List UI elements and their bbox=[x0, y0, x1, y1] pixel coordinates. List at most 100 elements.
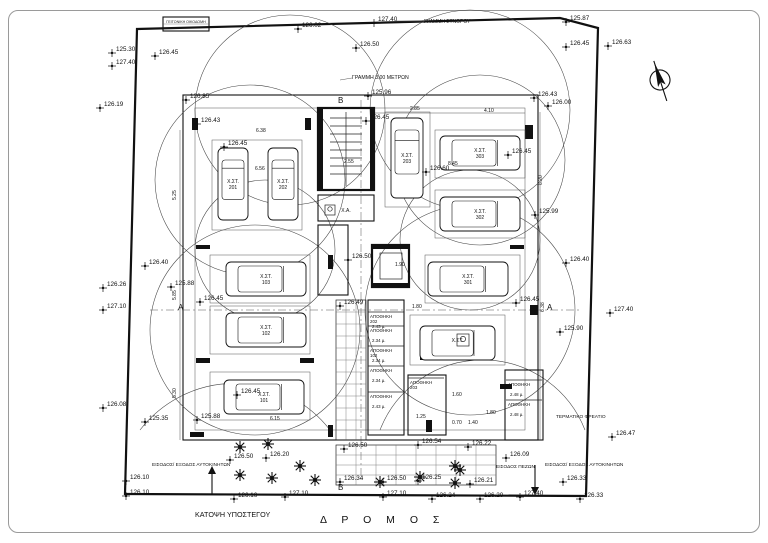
stair-core bbox=[316, 106, 376, 192]
car-body bbox=[223, 379, 305, 415]
level-marker: 126.50 bbox=[352, 41, 380, 52]
entry-arrow-right-icon bbox=[531, 465, 539, 495]
level-marker: 126.50 bbox=[379, 475, 407, 486]
level-value: 127.10 bbox=[387, 490, 407, 497]
car-space-label: Χ.ΣΤ. bbox=[260, 325, 272, 331]
level-value: 126.20 bbox=[270, 451, 290, 458]
level-marker: 126.25 bbox=[414, 474, 442, 485]
level-value: 126.45 bbox=[570, 40, 590, 47]
level-value: 126.43 bbox=[538, 91, 558, 98]
section-a-left: A bbox=[178, 303, 184, 312]
storage-label: ΑΠΟΘΗΚΗ bbox=[370, 348, 392, 353]
level-value: 127.40 bbox=[524, 490, 544, 497]
level-value: 125.35 bbox=[149, 415, 169, 422]
hatched-ramp bbox=[335, 299, 367, 441]
car-space-number: 303 bbox=[476, 154, 485, 160]
storage-number: 102 bbox=[370, 353, 378, 358]
level-value: 126.20 bbox=[484, 492, 504, 499]
dimension-value: 6.38 bbox=[540, 302, 546, 312]
level-marker: 126.47 bbox=[608, 430, 636, 441]
dimension-value: 6.20 bbox=[538, 175, 544, 185]
level-value: 126.45 bbox=[228, 140, 248, 147]
level-value: 127.40 bbox=[378, 16, 398, 23]
level-value: 126.50 bbox=[352, 253, 372, 260]
level-value: 126.21 bbox=[474, 477, 494, 484]
dimension-value: 2.85 bbox=[410, 106, 420, 112]
dimension-value: 5.25 bbox=[172, 190, 178, 200]
tree-icon bbox=[262, 438, 274, 450]
level-marker: 126.60 bbox=[422, 165, 450, 176]
level-value: 126.40 bbox=[149, 259, 169, 266]
car-space-label: Χ.ΣΤ. bbox=[452, 338, 464, 344]
level-value: 126.45 bbox=[512, 148, 532, 155]
terminal-label: ΤΕΡΜΑΤΙΚΟ ΦΡΕΑΤΙΟ bbox=[556, 414, 606, 420]
level-marker: 126.24 bbox=[428, 492, 456, 503]
dimension-value: 1.80 bbox=[486, 410, 496, 416]
level-value: 126.40 bbox=[570, 256, 590, 263]
level-marker: 126.85 bbox=[182, 93, 210, 104]
car-space-number: 201 bbox=[229, 185, 238, 191]
level-marker: 126.16 bbox=[230, 492, 258, 503]
car-space-label: Χ.ΣΤ. bbox=[462, 274, 474, 280]
pedestrian-label: ΕΙΣΟΔΟΣ ΠΕΖΩΝ bbox=[496, 464, 535, 470]
level-value: 126.54 bbox=[422, 438, 442, 445]
dimension-value: 1.90 bbox=[395, 262, 405, 268]
storage-label: ΑΠΟΘΗΚΗ bbox=[370, 328, 392, 333]
level-value: 126.45 bbox=[241, 388, 261, 395]
car-space-label: Χ.ΣΤ. bbox=[260, 274, 272, 280]
storage-block bbox=[367, 299, 544, 441]
level-value: 126.34 bbox=[344, 475, 364, 482]
storage-area: 2.48 μ. bbox=[510, 392, 524, 397]
sheet-border bbox=[8, 10, 760, 533]
dimensions-layer: 5.255.855.306.566.386.154.102.858.451.80… bbox=[172, 106, 546, 440]
level-value: 126.16 bbox=[238, 492, 258, 499]
level-marker: 127.40 bbox=[370, 16, 398, 27]
car-body bbox=[225, 261, 307, 297]
level-value: 126.50 bbox=[360, 41, 380, 48]
level-value: 127.40 bbox=[116, 59, 136, 66]
level-marker: 126.45 bbox=[512, 296, 540, 307]
tree-icon bbox=[454, 464, 466, 476]
parking-bays bbox=[209, 111, 526, 421]
level-marker: 126.54 bbox=[414, 438, 442, 449]
dimension-value: 6.15 bbox=[270, 416, 280, 422]
level-marker: 126.45 bbox=[562, 40, 590, 51]
storage-label: ΑΠΟΘΗΚΗ bbox=[410, 380, 432, 385]
car-body bbox=[419, 325, 496, 361]
north-line-label: ΓΡΑΜΜΗ ΣΤΝΟΡΟΥ bbox=[424, 19, 471, 25]
level-value: 126.02 bbox=[302, 22, 322, 29]
level-marker: 126.50 bbox=[226, 453, 254, 464]
level-marker: 126.02 bbox=[294, 22, 322, 33]
level-marker: 126.19 bbox=[96, 101, 124, 112]
dimension-value: 2.55 bbox=[344, 159, 354, 165]
tree-icon bbox=[449, 477, 461, 489]
dimension-value: 6.38 bbox=[256, 128, 266, 134]
dimension-value: 5.30 bbox=[172, 388, 178, 398]
car-space-label: Χ.ΣΤ. bbox=[401, 153, 413, 159]
level-value: 126.45 bbox=[204, 295, 224, 302]
car-body bbox=[225, 312, 307, 348]
level-marker: 126.50 bbox=[344, 253, 372, 264]
level-value: 125.90 bbox=[564, 325, 584, 332]
level-value: 126.19 bbox=[104, 101, 124, 108]
level-marker: 126.43 bbox=[530, 91, 558, 102]
lift-shaft bbox=[370, 243, 411, 289]
car-body bbox=[439, 196, 521, 232]
tree-icon bbox=[374, 476, 386, 488]
level-marker: 126.43 bbox=[193, 117, 221, 128]
car-space: Χ.ΣΤ. bbox=[419, 325, 496, 361]
car-space-label: Χ.ΣΤ. bbox=[474, 209, 486, 215]
dimension-value: 1.60 bbox=[452, 392, 462, 398]
level-value: 125.88 bbox=[201, 413, 221, 420]
level-value: 126.33 bbox=[567, 475, 587, 482]
level-value: 126.10 bbox=[130, 474, 150, 481]
car-space: Χ.ΣΤ.303 bbox=[439, 135, 521, 171]
storage-label: ΑΠΟΘΗΚΗ bbox=[508, 402, 530, 407]
level-value: 126.49 bbox=[344, 299, 364, 306]
car-body bbox=[217, 147, 249, 221]
